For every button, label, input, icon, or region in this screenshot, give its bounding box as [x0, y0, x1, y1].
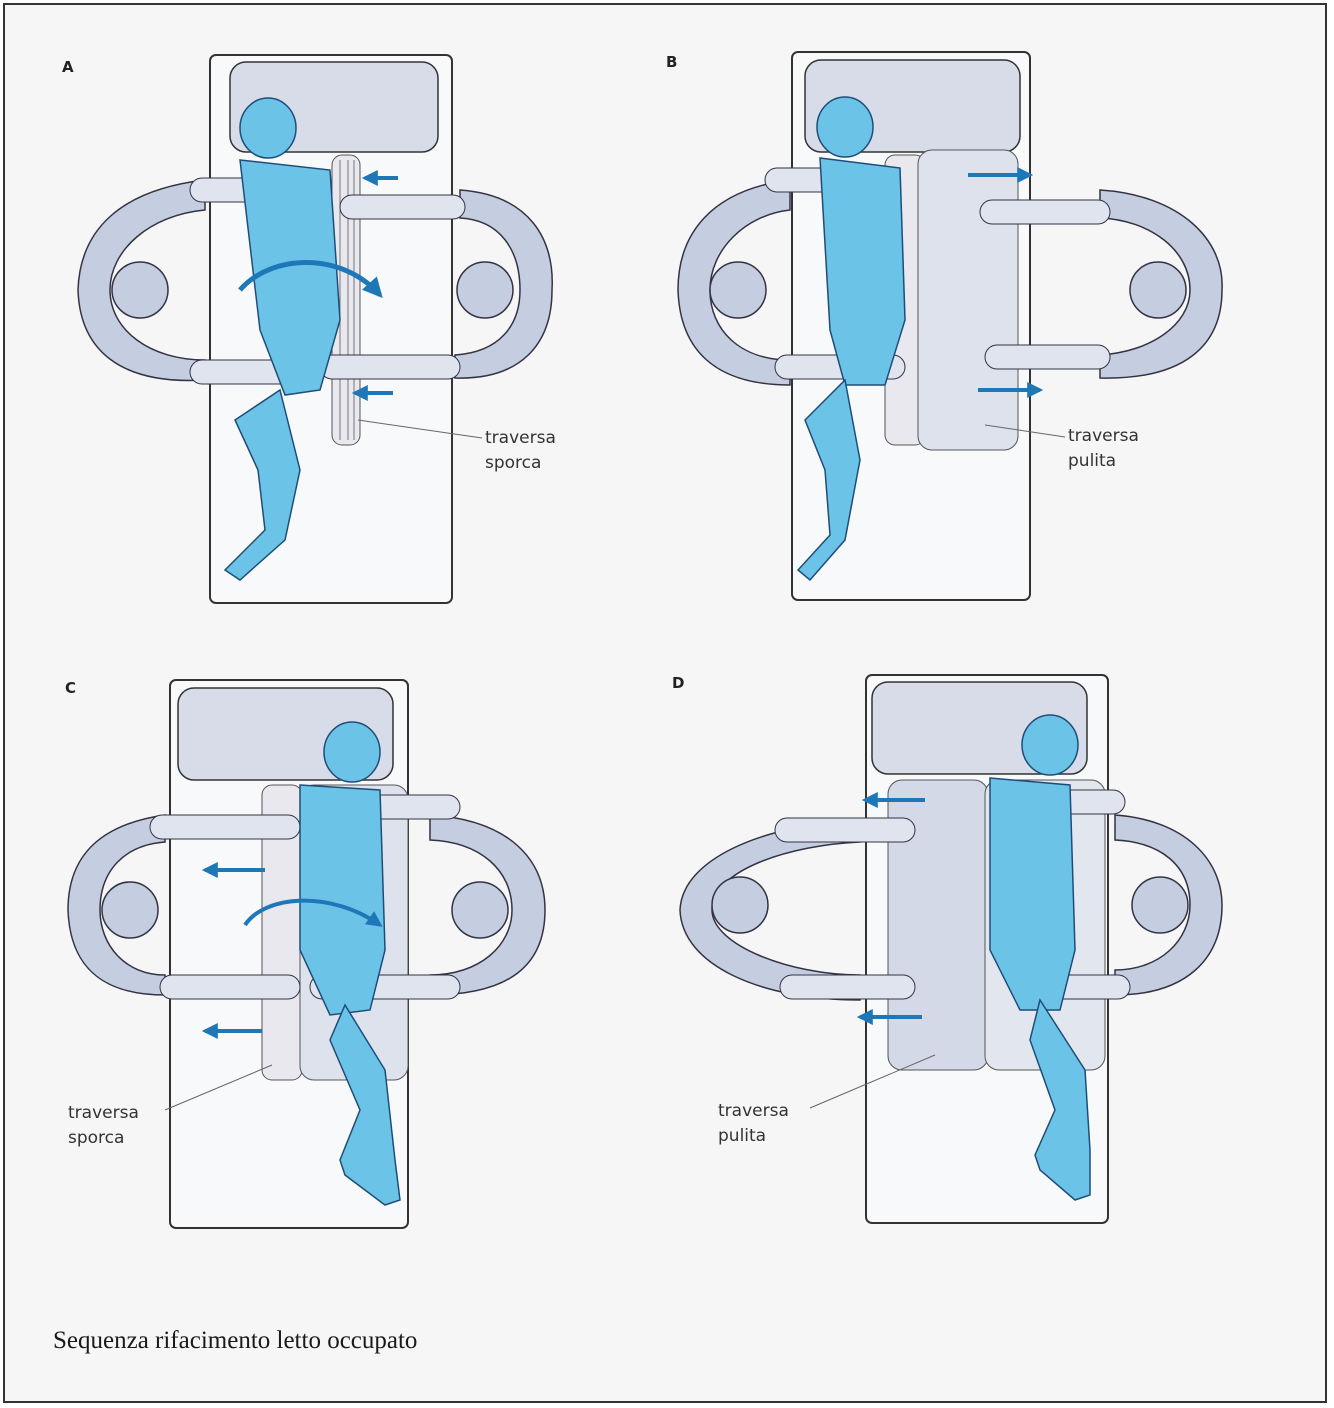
panel-b: B traversa pulita: [666, 52, 1222, 600]
caregiver-left-d: [680, 820, 860, 1000]
panel-d: D traversa pulita: [672, 674, 1222, 1223]
label-b-line1: traversa: [1068, 426, 1139, 446]
panel-c-letter: C: [65, 679, 76, 697]
panel-b-letter: B: [666, 53, 677, 71]
label-a-line2: sporca: [485, 453, 541, 473]
label-c-line1: traversa: [68, 1103, 139, 1123]
label-d-line1: traversa: [718, 1101, 789, 1121]
clean-sheet-b: [918, 150, 1018, 450]
label-b-line2: pulita: [1068, 451, 1116, 471]
panel-d-letter: D: [672, 674, 684, 692]
panel-a: A traversa sporca: [62, 55, 556, 603]
label-d-line2: pulita: [718, 1126, 766, 1146]
panel-c: C traversa sporca: [65, 679, 545, 1228]
panel-a-letter: A: [62, 58, 74, 76]
label-a-line1: traversa: [485, 428, 556, 448]
figure-caption: Sequenza rifacimento letto occupato: [53, 1327, 417, 1355]
label-c-line2: sporca: [68, 1128, 124, 1148]
